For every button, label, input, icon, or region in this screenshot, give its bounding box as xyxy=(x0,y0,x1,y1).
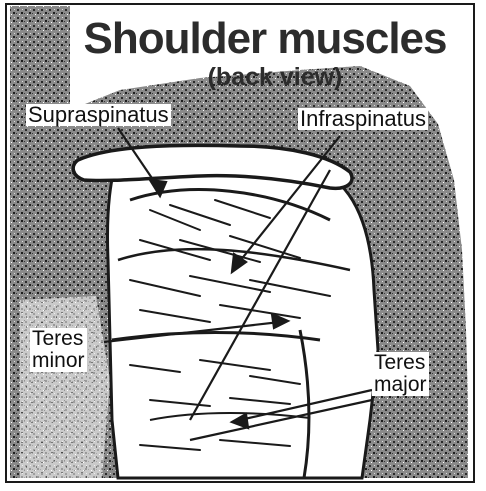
label-teres-minor-line1: Teres xyxy=(32,328,85,350)
label-supraspinatus: Supraspinatus xyxy=(26,104,171,126)
diagram-title: Shoulder muscles xyxy=(70,14,460,64)
label-teres-minor: Teres minor xyxy=(30,328,87,372)
label-teres-major-line1: Teres xyxy=(374,352,427,374)
label-teres-minor-line2: minor xyxy=(32,350,85,372)
label-teres-major: Teres major xyxy=(372,352,429,396)
lower-back-light xyxy=(20,296,110,478)
label-infraspinatus: Infraspinatus xyxy=(298,108,428,130)
label-teres-major-line2: major xyxy=(374,374,427,396)
diagram-subtitle: (back view) xyxy=(150,62,400,92)
